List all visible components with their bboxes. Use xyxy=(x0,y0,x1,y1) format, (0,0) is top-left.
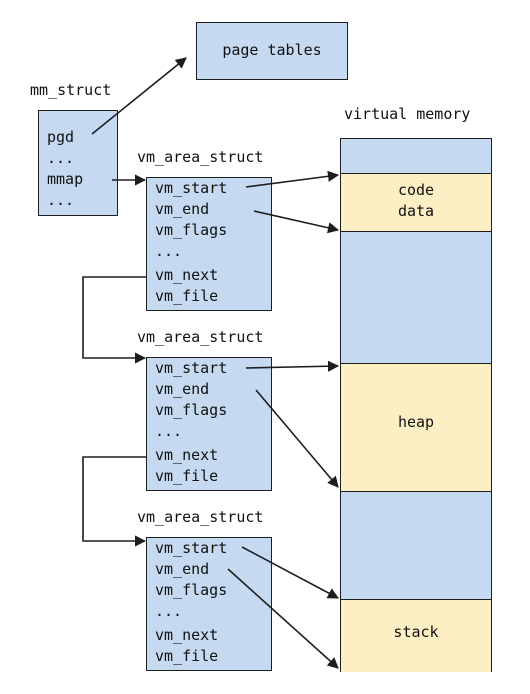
vma2-next-arrow xyxy=(82,456,147,547)
vm-field-end: vm_end xyxy=(155,200,210,218)
mm-struct-title: mm_struct xyxy=(30,81,112,99)
vm-field-next: vm_next xyxy=(155,446,219,464)
virtual-memory-column: code data heap stack xyxy=(340,138,492,672)
vma2-end-arrow xyxy=(255,389,339,488)
mm-field-ellipsis-1: ... xyxy=(47,149,75,167)
vm-field-ellipsis: ... xyxy=(155,242,183,260)
vm-area-struct-box: vm_start vm_end vm_flags ... vm_next vm_… xyxy=(146,357,272,491)
vm-segment-heap: heap xyxy=(341,363,491,491)
vm-segment-stack: stack xyxy=(341,599,491,672)
vm-field-file: vm_file xyxy=(155,647,219,665)
page-tables-box: page tables xyxy=(196,22,348,80)
vm-field-ellipsis: ... xyxy=(155,602,183,620)
vma1-end-arrow xyxy=(253,210,340,234)
page-tables-label: page tables xyxy=(222,41,322,59)
heap-label: heap xyxy=(397,413,435,431)
vma3-end-arrow xyxy=(227,568,339,669)
mm-struct-box: pgd ... mmap ... xyxy=(38,110,118,216)
vm-area-struct-title: vm_area_struct xyxy=(137,328,264,346)
vm-field-flags: vm_flags xyxy=(155,581,228,599)
code-label: code xyxy=(397,181,435,199)
vm-field-flags: vm_flags xyxy=(155,221,228,239)
vm-field-end: vm_end xyxy=(155,380,210,398)
vm-field-ellipsis: ... xyxy=(155,422,183,440)
vm-area-struct-title: vm_area_struct xyxy=(137,508,264,526)
mm-field-mmap: mmap xyxy=(47,170,84,188)
mm-field-pgd: pgd xyxy=(47,128,75,146)
stack-label: stack xyxy=(393,623,439,641)
vm-area-struct-box: vm_start vm_end vm_flags ... vm_next vm_… xyxy=(146,537,272,671)
vm-field-start: vm_start xyxy=(155,539,228,557)
vma2-start-arrow xyxy=(245,360,340,372)
vm-field-next: vm_next xyxy=(155,266,219,284)
vm-area-struct-box: vm_start vm_end vm_flags ... vm_next vm_… xyxy=(146,177,272,311)
vm-field-start: vm_start xyxy=(155,359,228,377)
vm-field-next: vm_next xyxy=(155,626,219,644)
vm-field-flags: vm_flags xyxy=(155,401,228,419)
vma1-next-arrow xyxy=(82,276,147,364)
mm-field-ellipsis-2: ... xyxy=(47,191,75,209)
vm-field-file: vm_file xyxy=(155,287,219,305)
data-label: data xyxy=(397,202,435,220)
vma3-start-arrow xyxy=(241,546,339,599)
vm-segment-unmapped xyxy=(341,231,491,363)
vm-segment-code-data: code data xyxy=(341,173,491,231)
virtual-memory-title: virtual memory xyxy=(344,105,471,123)
vm-segment-unmapped xyxy=(341,491,491,599)
vm-field-end: vm_end xyxy=(155,560,210,578)
vma1-start-arrow xyxy=(245,170,340,188)
vm-area-struct-title: vm_area_struct xyxy=(137,148,264,166)
pgd-to-page-tables-arrow xyxy=(91,57,187,135)
vm-field-file: vm_file xyxy=(155,467,219,485)
vm-field-start: vm_start xyxy=(155,179,228,197)
